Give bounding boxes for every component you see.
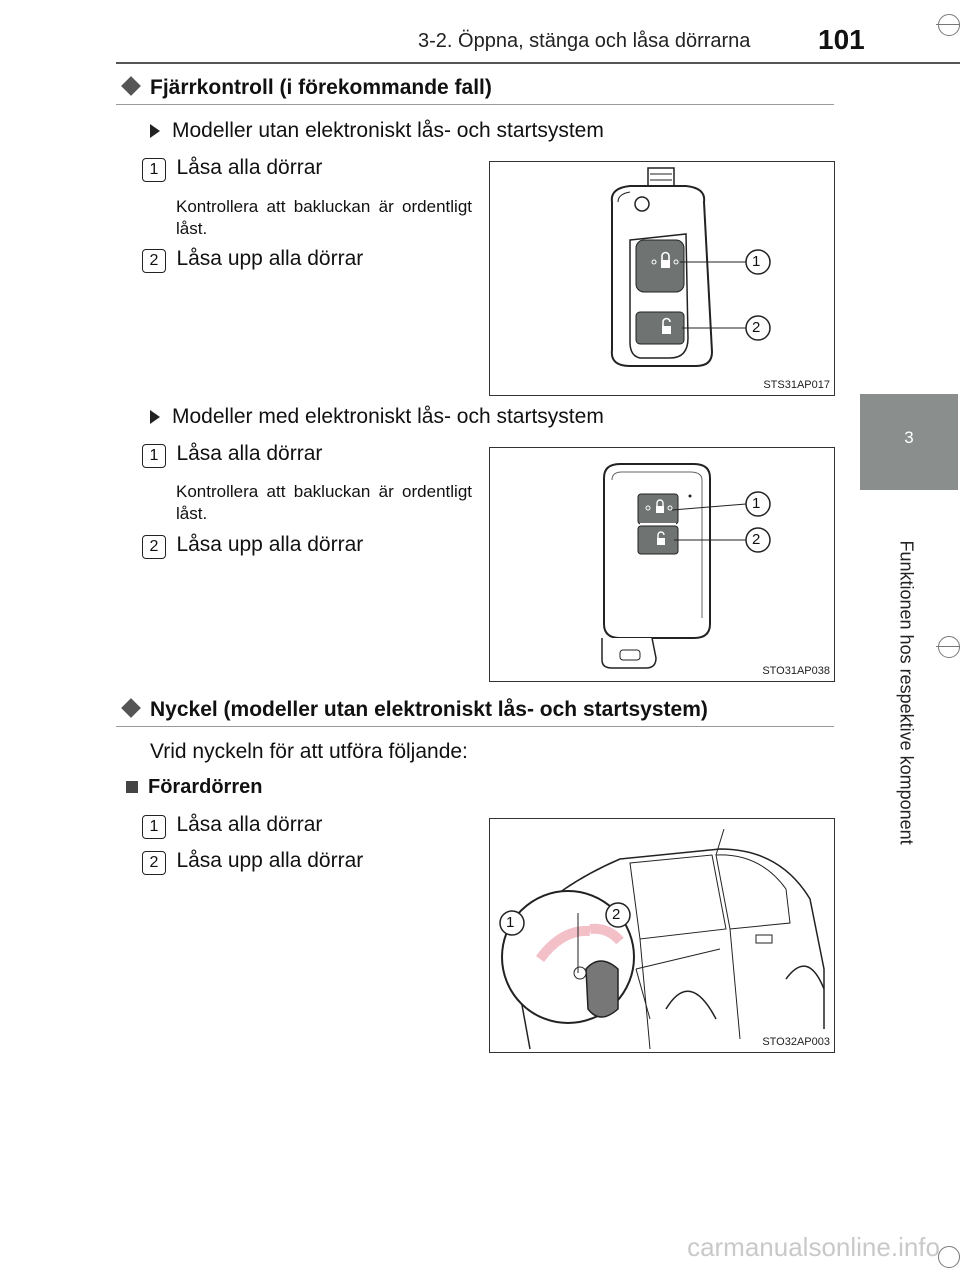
figure-id: STO32AP003 [762, 1036, 830, 1048]
heading-rule [116, 104, 834, 105]
list-item: 1 Låsa alla dörrar [142, 156, 322, 182]
chapter-number: 3 [904, 428, 914, 447]
header-rule [116, 62, 960, 64]
number-badge: 2 [142, 249, 166, 273]
list-item: 2 Låsa upp alla dörrar [142, 533, 363, 559]
callout-1: 1 [752, 495, 761, 512]
triangle-bullet-icon [150, 410, 160, 424]
subheading: Förardörren [126, 776, 262, 799]
callout-2: 2 [752, 531, 761, 548]
running-header: 3-2. Öppna, stänga och låsa dörrarna [418, 30, 751, 52]
car-door-illustration [499, 828, 825, 1050]
registration-mark [938, 14, 960, 36]
flip-key-illustration [610, 167, 771, 367]
subsection-title: Modeller med elektroniskt lås- och start… [150, 405, 604, 429]
intro-text: Vrid nyckeln för att utföra följande: [150, 740, 468, 763]
diamond-icon [121, 698, 141, 718]
figure-smart-key: 1 2 STO31AP038 [489, 447, 835, 682]
number-badge: 1 [142, 444, 166, 468]
subsection-title: Modeller utan elektroniskt lås- och star… [150, 119, 604, 143]
callout-2: 2 [752, 319, 761, 336]
figure-id: STS31AP017 [763, 379, 830, 391]
figure-id: STO31AP038 [762, 665, 830, 677]
heading-rule [116, 726, 834, 727]
registration-mark [936, 24, 960, 25]
triangle-bullet-icon [150, 124, 160, 138]
figure-remote-key: 1 2 STS31AP017 [489, 161, 835, 396]
chapter-tab [860, 394, 958, 490]
number-badge: 2 [142, 535, 166, 559]
callout-1: 1 [752, 253, 761, 270]
list-item: 2 Låsa upp alla dörrar [142, 247, 363, 273]
section-heading: Fjärrkontroll (i förekommande fall) [116, 76, 492, 100]
number-badge: 1 [142, 815, 166, 839]
chapter-title: Funktionen hos respektive komponent [896, 540, 917, 845]
diamond-icon [121, 76, 141, 96]
page-number: 101 [818, 24, 865, 55]
registration-mark [938, 1246, 960, 1268]
callout-2: 2 [612, 906, 621, 923]
smart-key-illustration [601, 463, 771, 669]
registration-mark [938, 636, 960, 658]
number-badge: 2 [142, 851, 166, 875]
watermark: carmanualsonline.info [687, 1232, 940, 1262]
callout-1: 1 [506, 914, 515, 931]
list-item: 1 Låsa alla dörrar [142, 442, 322, 468]
figure-car-door-key: 1 2 STO32AP003 [489, 818, 835, 1053]
list-item: 2 Låsa upp alla dörrar [142, 849, 363, 875]
section-heading: Nyckel (modeller utan elektroniskt lås- … [116, 698, 708, 722]
note-text: Kontrollera att bakluckan är ordentligt … [176, 197, 472, 238]
list-item: 1 Låsa alla dörrar [142, 813, 322, 839]
registration-mark [936, 646, 960, 647]
note-text: Kontrollera att bakluckan är ordentligt … [176, 482, 472, 523]
square-bullet-icon [126, 781, 138, 793]
number-badge: 1 [142, 158, 166, 182]
